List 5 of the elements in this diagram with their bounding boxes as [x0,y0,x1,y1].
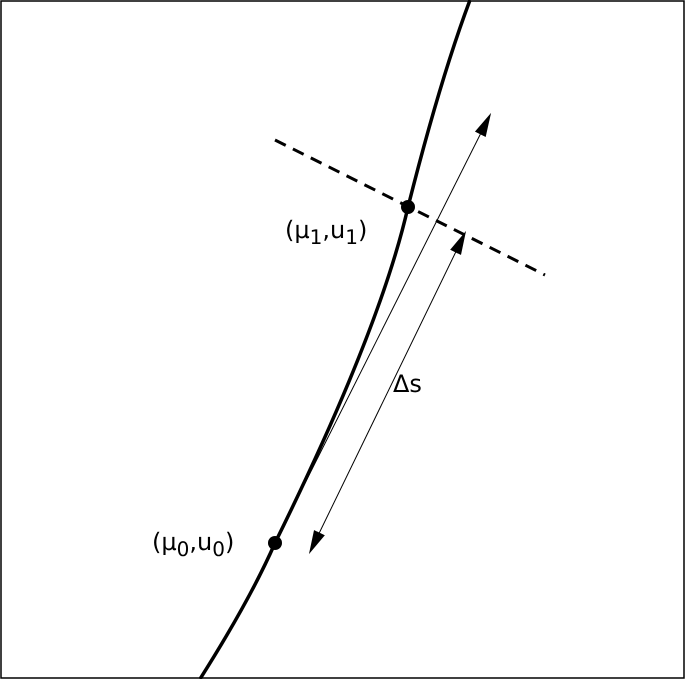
dimension-label: Δs [393,372,422,396]
point-marker [401,200,415,214]
point-marker [268,536,282,550]
point-label: (μ$_{1}$,u$_{1}$) [285,218,368,247]
point-label: (μ$_{0}$,u$_{0}$) [152,530,234,559]
